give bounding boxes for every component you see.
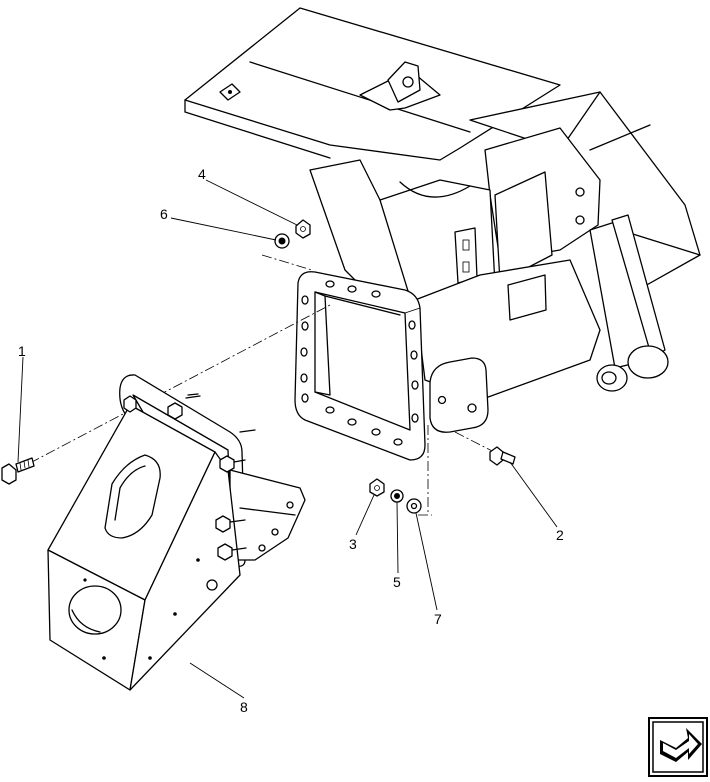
callout-5: 5 — [393, 574, 401, 590]
main-frame — [184, 7, 701, 461]
center-lines — [29, 254, 501, 516]
callout-7: 7 — [434, 611, 442, 627]
callout-8: 8 — [240, 699, 248, 715]
flange-bolt-holes — [300, 280, 419, 446]
hitch-bracket — [47, 374, 306, 691]
callout-3: 3 — [349, 536, 357, 552]
callout-4: 4 — [198, 166, 206, 182]
bolt-2 — [489, 446, 516, 466]
callout-labels: 1 2 3 4 5 6 7 8 — [18, 166, 564, 715]
callout-2: 2 — [556, 527, 564, 543]
washer-7 — [406, 498, 422, 514]
bolt-1 — [1, 457, 35, 485]
nut-4 — [295, 219, 311, 239]
callout-1: 1 — [18, 343, 26, 359]
next-page-arrow-icon[interactable] — [648, 717, 708, 777]
leader-lines — [17, 179, 558, 699]
nut-3 — [369, 478, 385, 497]
callout-6: 6 — [160, 206, 168, 222]
lockwasher-5 — [390, 489, 404, 503]
lockwasher-6 — [274, 233, 290, 249]
